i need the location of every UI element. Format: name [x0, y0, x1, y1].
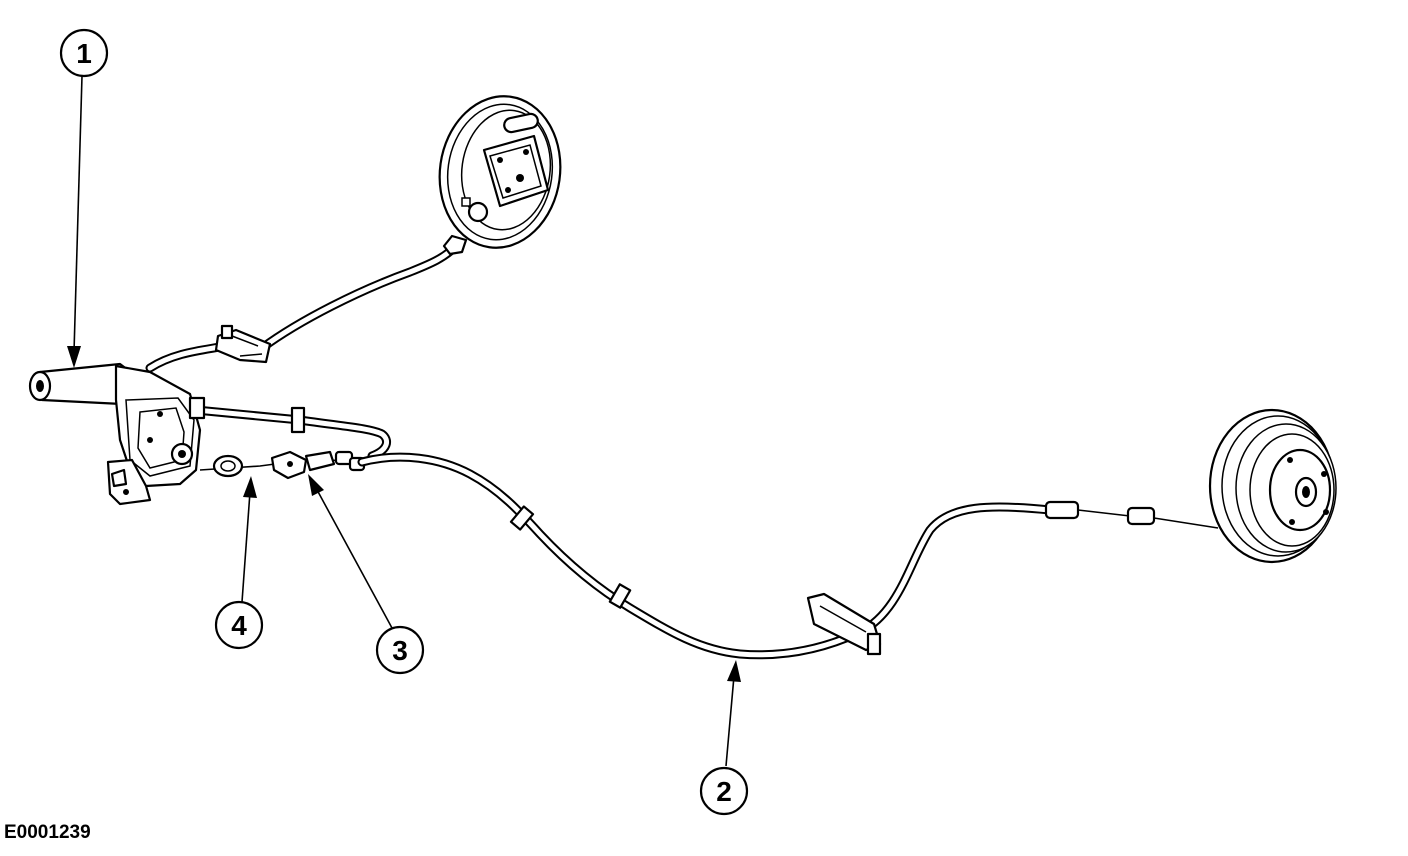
callout-1: 1 — [59, 28, 109, 78]
figure-id: E0001239 — [4, 822, 91, 843]
callout-4: 4 — [214, 600, 264, 650]
callout-2: 2 — [699, 766, 749, 816]
callout-4-label: 4 — [231, 610, 247, 641]
callout-3: 3 — [375, 625, 425, 675]
parking-brake-lever — [28, 362, 202, 506]
callout-3-label: 3 — [392, 635, 408, 666]
lower-brake-drum — [1208, 408, 1337, 564]
upper-rear-cable — [145, 234, 468, 373]
leader-lines — [67, 75, 741, 767]
upper-brake-drum — [438, 95, 562, 249]
front-cable-routing — [188, 396, 392, 480]
lower-rear-cable — [357, 452, 1219, 660]
callout-2-label: 2 — [716, 776, 732, 807]
callout-1-label: 1 — [76, 38, 92, 69]
